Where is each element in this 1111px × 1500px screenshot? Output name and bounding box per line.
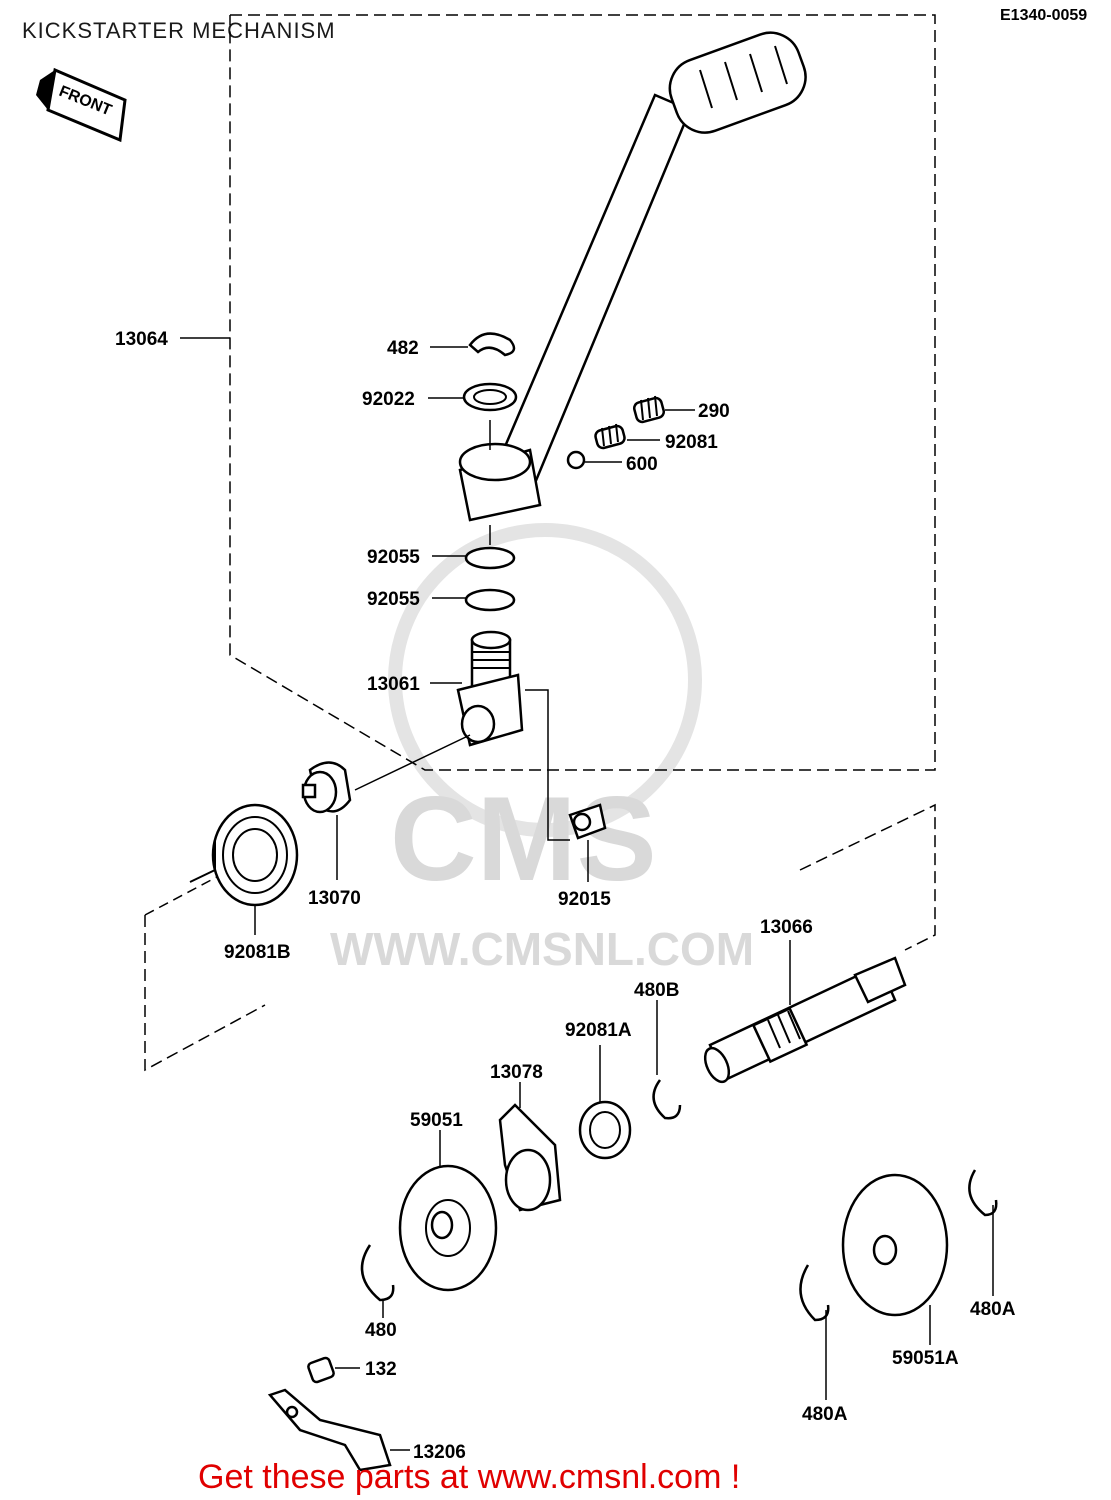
ratchet-13078-teeth — [504, 1148, 552, 1212]
kick-arm-lever — [493, 93, 692, 497]
torsion-spring-92081B — [189, 803, 299, 907]
boss-13061-splines — [472, 651, 510, 669]
circlip-482 — [468, 332, 516, 357]
diagram-code: E1340-0059 — [1000, 7, 1087, 24]
callout-482: 482 — [387, 338, 419, 359]
kick-pedal-assembly-outline — [229, 14, 936, 771]
spring-290-coils — [640, 395, 658, 421]
kick-shaft-13066 — [703, 956, 907, 1084]
shaft-13066-spline-lines — [767, 1010, 801, 1049]
diagram-title: KICKSTARTER MECHANISM — [22, 18, 336, 43]
bolt-axis-line — [525, 689, 570, 841]
o-ring-92055-lower — [464, 588, 516, 612]
guide-13206-hole — [285, 1405, 299, 1419]
gear-59051 — [398, 1164, 498, 1292]
watermark-url-text: WWW.CMSNL.COM — [330, 923, 754, 975]
ball-600 — [566, 450, 586, 470]
guide-13206 — [267, 1388, 392, 1472]
footer-promo-text: Get these parts at www.cmsnl.com ! — [198, 1458, 740, 1496]
callout-59051: 59051 — [410, 1110, 463, 1131]
callout-13070: 13070 — [308, 888, 361, 909]
o-ring-92055-upper — [464, 546, 516, 570]
spring-92081A-coil — [589, 1111, 621, 1149]
callout-480A-right: 480A — [970, 1299, 1016, 1320]
spring-92081-coils — [601, 423, 619, 447]
watermark-logo-text: CMS — [390, 772, 657, 906]
callout-13206: 13206 — [413, 1442, 466, 1463]
gear-59051-hub — [425, 1199, 471, 1257]
ratchet-13078 — [498, 1103, 562, 1212]
circlip-480A-bottom — [799, 1264, 830, 1322]
kick-arm-grip-ridges — [699, 45, 788, 109]
collar-92015 — [568, 803, 607, 840]
callout-290: 290 — [698, 401, 730, 422]
front-arrow-icon — [36, 70, 55, 110]
circlip-480B — [652, 1079, 682, 1120]
circlip-480A-right — [968, 1169, 998, 1217]
spring-group-outline-top — [144, 869, 231, 916]
spring-92081 — [594, 423, 626, 450]
boss-13061-top — [470, 630, 512, 650]
spring-92081B-hook — [189, 840, 216, 883]
callout-92081A: 92081A — [565, 1020, 632, 1041]
spring-92081A-body — [578, 1100, 632, 1160]
watermark-emblem-ring — [388, 523, 702, 837]
spring-92081B-body — [211, 803, 299, 907]
shaft-13066-splined-end — [853, 956, 907, 1004]
callout-480B: 480B — [634, 980, 679, 1001]
gear-59051A — [841, 1173, 949, 1317]
kick-arm-grip — [668, 31, 807, 134]
callout-600: 600 — [626, 454, 658, 475]
watermark: CMS WWW.CMSNL.COM — [330, 523, 754, 975]
callout-132: 132 — [365, 1359, 397, 1380]
callout-13078: 13078 — [490, 1062, 543, 1083]
callout-13064: 13064 — [115, 329, 168, 350]
callout-480: 480 — [365, 1320, 397, 1341]
shaft-13066-end-face — [703, 1046, 731, 1084]
spring-holder-13070 — [301, 761, 352, 814]
bolt-132 — [307, 1356, 335, 1384]
bolt-132-body — [307, 1356, 335, 1384]
callout-480A-bottom: 480A — [802, 1404, 848, 1425]
callout-13061: 13061 — [367, 674, 420, 695]
boss-13061-bore — [460, 704, 496, 744]
spring-290 — [632, 395, 666, 424]
spring-92081B-coil-1 — [222, 816, 288, 894]
circlip-480 — [360, 1244, 395, 1302]
collar-92015-hole — [572, 812, 592, 832]
leader-lines — [180, 337, 994, 1451]
callout-92022: 92022 — [362, 389, 415, 410]
holder-13070-notch — [301, 783, 317, 799]
washer-92022 — [462, 382, 518, 412]
guide-13206-plate — [267, 1388, 392, 1472]
kick-pedal-arm — [458, 31, 807, 545]
callout-13066: 13066 — [760, 917, 813, 938]
kick-arm-bore — [458, 442, 532, 482]
shaft-group-outline — [799, 803, 936, 951]
assembly-outline — [144, 14, 936, 1072]
callout-92081: 92081 — [665, 432, 718, 453]
spring-group-outline — [144, 915, 266, 1072]
callout-59051A: 59051A — [892, 1348, 959, 1369]
boss-axis-line — [354, 734, 471, 791]
callout-92015: 92015 — [558, 889, 611, 910]
washer-92022-hole — [473, 389, 507, 405]
front-direction-marker: FRONT — [36, 67, 127, 143]
callout-labels: 13064 482 92022 290 92081 600 92055 9205… — [115, 329, 1016, 1463]
kick-lever-boss-13061 — [456, 630, 524, 747]
callout-92081B: 92081B — [224, 942, 291, 963]
gear-59051A-bore — [872, 1234, 898, 1266]
callout-92055-lower: 92055 — [367, 589, 420, 610]
spring-92081B-coil-2 — [232, 828, 278, 882]
callout-92055-upper: 92055 — [367, 547, 420, 568]
gear-59051-bore — [430, 1210, 454, 1240]
spring-92081A — [578, 1100, 632, 1160]
